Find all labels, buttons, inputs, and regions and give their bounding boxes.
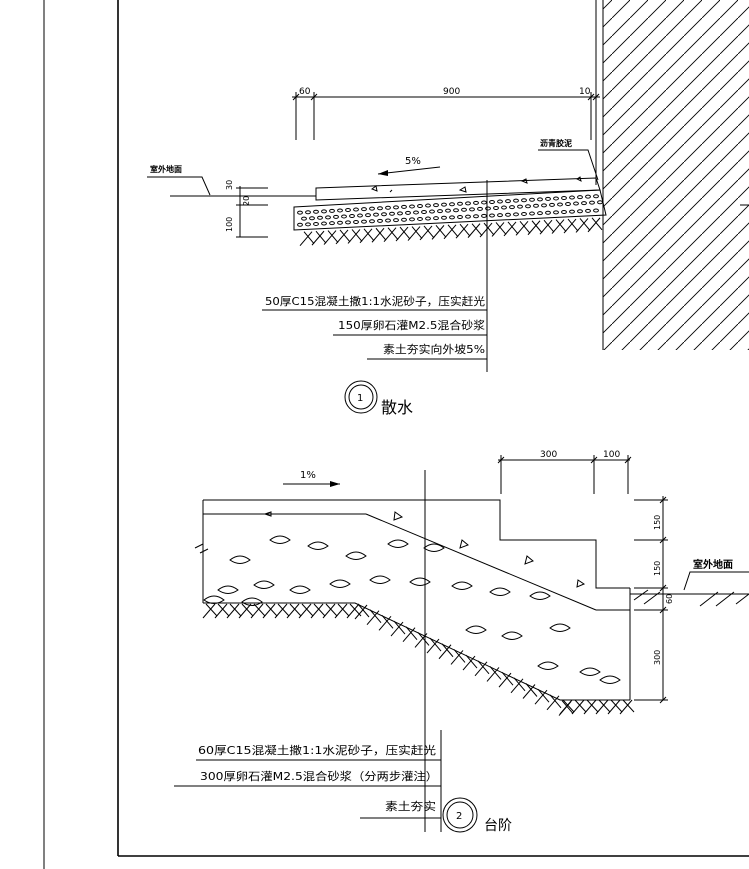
dim-300-width: 300 [540, 450, 557, 460]
step-concrete [194, 499, 631, 700]
note-2-line-1: 60厚C15混凝土撒1:1水泥砂子，压实赶光 [198, 743, 436, 757]
dim-60-2: 60 [665, 594, 674, 604]
dim-150-upper: 150 [653, 515, 662, 530]
detail-1-number: 1 [357, 393, 363, 404]
note-1-line-3: 素土夯实向外坡5% [383, 342, 485, 356]
dimension-line-top [292, 92, 600, 140]
layer-notes-1 [262, 180, 488, 372]
gravel-layer [293, 189, 607, 231]
slope-label: 5% [405, 156, 421, 167]
note-2-line-3: 素土夯实 [385, 799, 436, 813]
detail-2-title-text: 台阶 [484, 818, 512, 834]
slope-arrow-2 [283, 481, 340, 487]
sheet-frame [43, 0, 749, 869]
asphalt-label: 沥青胶泥 [540, 138, 572, 148]
slope-arrow [377, 166, 441, 176]
outdoor-ground-label: 室外地面 [150, 164, 182, 174]
layer-notes-2 [174, 730, 442, 832]
compacted-soil-1 [299, 217, 603, 247]
dim-30: 30 [225, 180, 234, 190]
detail-1-title-text: 散水 [381, 398, 413, 417]
dimension-line-right-2 [634, 496, 668, 704]
concrete-layer [315, 176, 601, 201]
dim-150-lower: 150 [653, 561, 662, 576]
note-2-line-2: 300厚卵石灌M2.5混合砂浆（分两步灌注） [200, 769, 438, 783]
note-1-line-2: 150厚卵石灌M2.5混合砂浆 [338, 318, 485, 332]
detail-2-steps: 300 100 1% [174, 450, 749, 834]
detail-2-number: 2 [456, 811, 462, 822]
note-1-line-1: 50厚C15混凝土撒1:1水泥砂子，压实赶光 [265, 294, 485, 308]
outdoor-ground-label-2: 室外地面 [693, 558, 733, 571]
dim-900: 900 [443, 87, 460, 97]
dimension-line-left [236, 186, 268, 238]
dim-10: 10 [579, 87, 591, 97]
dimension-line-top-2 [497, 455, 632, 494]
compacted-soil-2 [202, 603, 635, 716]
detail-2-title [442, 797, 478, 833]
outdoor-ground-2 [630, 571, 749, 607]
dim-300-height: 300 [653, 650, 662, 665]
building-wall [595, 0, 749, 350]
dim-20: 20 [242, 196, 251, 206]
dim-100: 100 [225, 217, 234, 232]
step-gravel [203, 535, 630, 701]
slope-label-2: 1% [300, 470, 316, 481]
dim-60: 60 [299, 87, 311, 97]
detail-1-title [344, 380, 378, 414]
detail-1-apron: 60 900 10 5% 沥青胶泥 室外地面 [147, 0, 749, 417]
dim-100-width: 100 [603, 450, 620, 460]
